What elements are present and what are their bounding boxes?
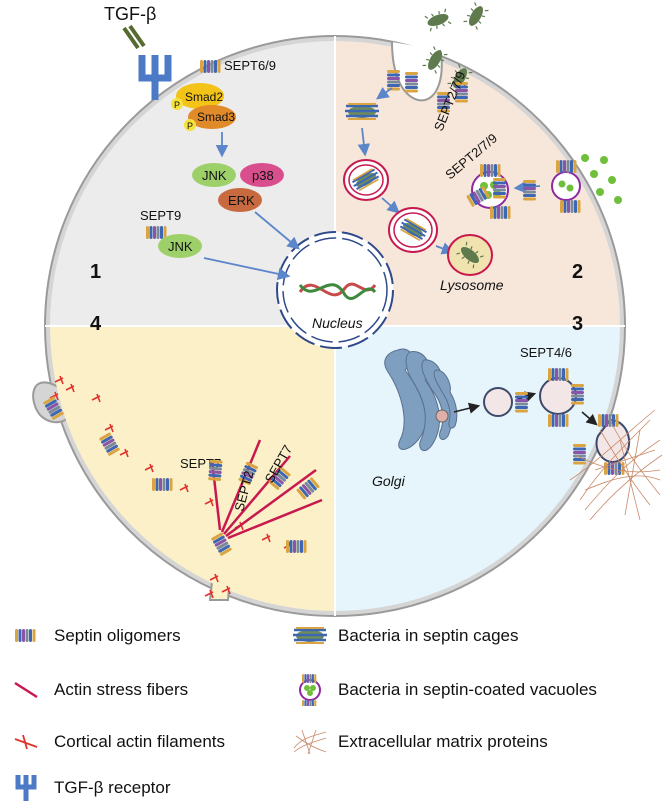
septin-vacuole-icon (292, 674, 328, 706)
legend-label: Actin stress fibers (54, 680, 189, 699)
legend-label: Cortical actin filaments (54, 732, 226, 751)
lysosome (447, 234, 493, 276)
jnk (192, 163, 236, 187)
actin-stress-fiber-icon (8, 674, 44, 706)
arrow-jnk-nucleus (203, 257, 291, 281)
legend-item-septin: Septin oligomers (8, 620, 181, 652)
tgf-ligand (122, 24, 146, 50)
legend: Septin oligomers Actin stress fibers Cor… (0, 600, 664, 806)
smad2 (176, 83, 224, 109)
phospho-2-label: P (187, 121, 193, 131)
fusing-vesicle (573, 414, 630, 475)
phospho-1 (171, 98, 183, 110)
smad2-label: Smad2 (185, 90, 223, 104)
arrow-mapk-nucleus (254, 211, 300, 250)
p38-label: p38 (252, 168, 274, 183)
free-bacteria-dots (581, 154, 622, 204)
legend-label: Septin oligomers (54, 626, 181, 645)
arrow-entry (375, 87, 393, 100)
jnk-2 (158, 234, 202, 258)
erk-label: ERK (228, 193, 255, 208)
legend-label: TGF-β receptor (54, 778, 171, 797)
legend-item-septin-vacuole: Bacteria in septin-coated vacuoles (292, 674, 597, 706)
legend-item-ecm: Extracellular matrix proteins (292, 726, 548, 758)
septin-coated-vesicle (515, 368, 584, 427)
sept46-label: SEPT4/6 (520, 345, 572, 360)
septin-vacuole-2 (523, 160, 581, 213)
smad3 (188, 105, 236, 129)
phospho-1-label: P (174, 100, 180, 110)
septin-cage-1 (343, 102, 381, 121)
golgi-vesicle (435, 409, 449, 423)
cortical-actin-q4 (49, 375, 293, 599)
legend-item-stress-fibers: Actin stress fibers (8, 674, 188, 706)
ecm-fibers (569, 409, 663, 521)
septin-vacuole-1 (466, 164, 511, 219)
smad3-label: Smad3 (197, 110, 235, 124)
arrow-cage-vacuole (357, 127, 371, 157)
lysosome-label: Lysosome (440, 277, 504, 293)
tgf-beta-label: TGF-β (104, 4, 156, 24)
phospho-2 (184, 119, 196, 131)
quadrant-4-bg (50, 326, 335, 611)
nucleus-label: Nucleus (312, 315, 363, 331)
septin-cage-icon (292, 620, 328, 652)
legend-label: Bacteria in septin-coated vacuoles (338, 680, 597, 699)
arrow-vesicle-membrane (581, 411, 598, 426)
jnk2-label: JNK (168, 239, 193, 254)
cortical-actin-icon (8, 726, 44, 758)
legend-label: Extracellular matrix proteins (338, 732, 548, 751)
autophagosome-1 (343, 159, 389, 201)
quadrant-number-3: 3 (572, 313, 583, 335)
quadrant-number-1: 1 (90, 261, 101, 283)
membrane-invagination (391, 41, 443, 102)
legend-item-cortical-actin: Cortical actin filaments (8, 726, 225, 758)
arrow-golgi-vesicle (453, 402, 481, 414)
ecm-icon (292, 726, 328, 758)
sept9-label: SEPT9 (140, 208, 181, 223)
erk (218, 188, 262, 212)
secretory-vesicle (483, 387, 513, 417)
tgf-receptor-icon (8, 772, 44, 804)
sept69-label: SEPT6/9 (224, 58, 276, 73)
autophagosome-2 (388, 207, 438, 253)
legend-item-septin-cage: Bacteria in septin cages (292, 620, 519, 652)
jnk-label: JNK (202, 168, 227, 183)
legend-label: Bacteria in septin cages (338, 626, 519, 645)
tgf-receptor (138, 55, 172, 100)
quadrant-number-2: 2 (572, 261, 583, 283)
legend-item-tgf-receptor: TGF-β receptor (8, 772, 171, 804)
golgi-label: Golgi (372, 473, 406, 489)
p38 (240, 163, 284, 187)
nucleus (276, 231, 394, 349)
golgi-stack (384, 348, 458, 452)
septin-oligomer-icon (8, 620, 44, 652)
quadrant-number-4: 4 (90, 313, 102, 335)
arrow-vacuole-fusion (381, 197, 400, 214)
